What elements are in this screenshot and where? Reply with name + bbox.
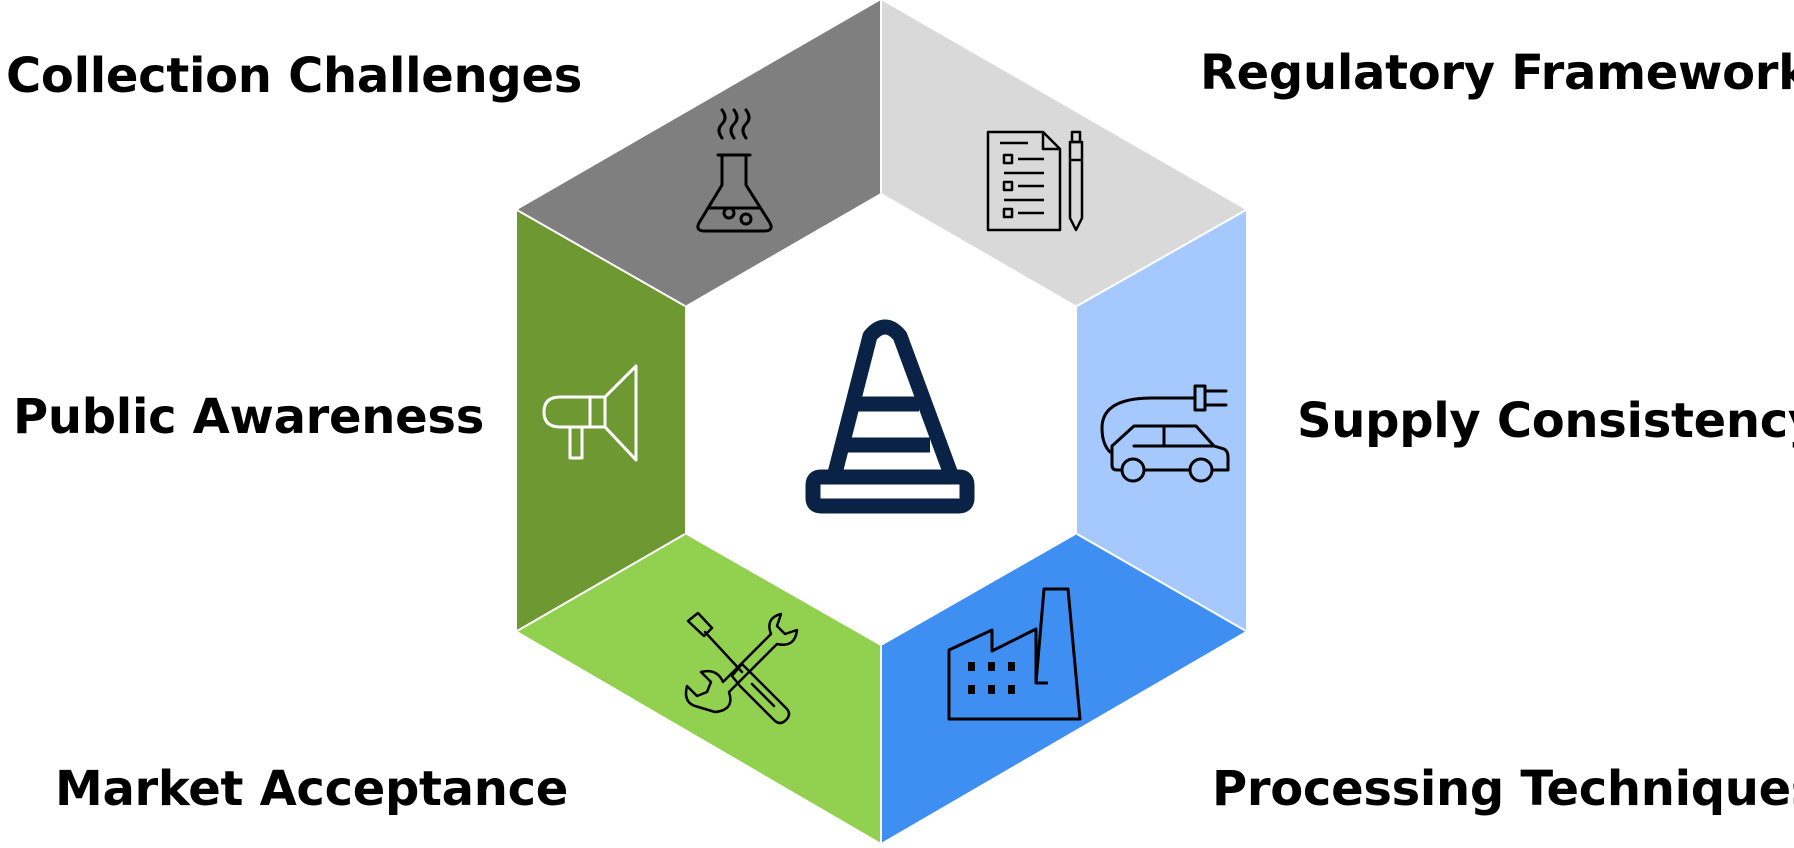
tools-icon	[684, 611, 799, 725]
label-supply-consistency: Supply Consistency	[1297, 393, 1794, 449]
segment-supply	[1077, 210, 1246, 631]
label-regulatory-framework: Regulatory Framework	[1200, 45, 1794, 101]
center-hexagon	[685, 193, 1077, 646]
factory-icon	[947, 587, 1082, 721]
label-processing-techniques: Processing Techniques	[1212, 761, 1794, 817]
segment-collection	[517, 0, 881, 306]
electric-car-icon	[1100, 384, 1230, 483]
segment-regulatory	[881, 0, 1246, 306]
segment-processing	[881, 534, 1246, 843]
label-collection-challenges: Collection Challenges	[6, 48, 582, 104]
label-market-acceptance: Market Acceptance	[55, 761, 569, 817]
segment-market	[517, 534, 881, 843]
document-pen-icon	[986, 130, 1084, 232]
traffic-cone-icon	[805, 319, 975, 514]
segment-public	[517, 210, 685, 631]
label-public-awareness: Public Awareness	[13, 389, 484, 445]
megaphone-icon	[542, 364, 638, 462]
flask-icon	[696, 108, 773, 233]
